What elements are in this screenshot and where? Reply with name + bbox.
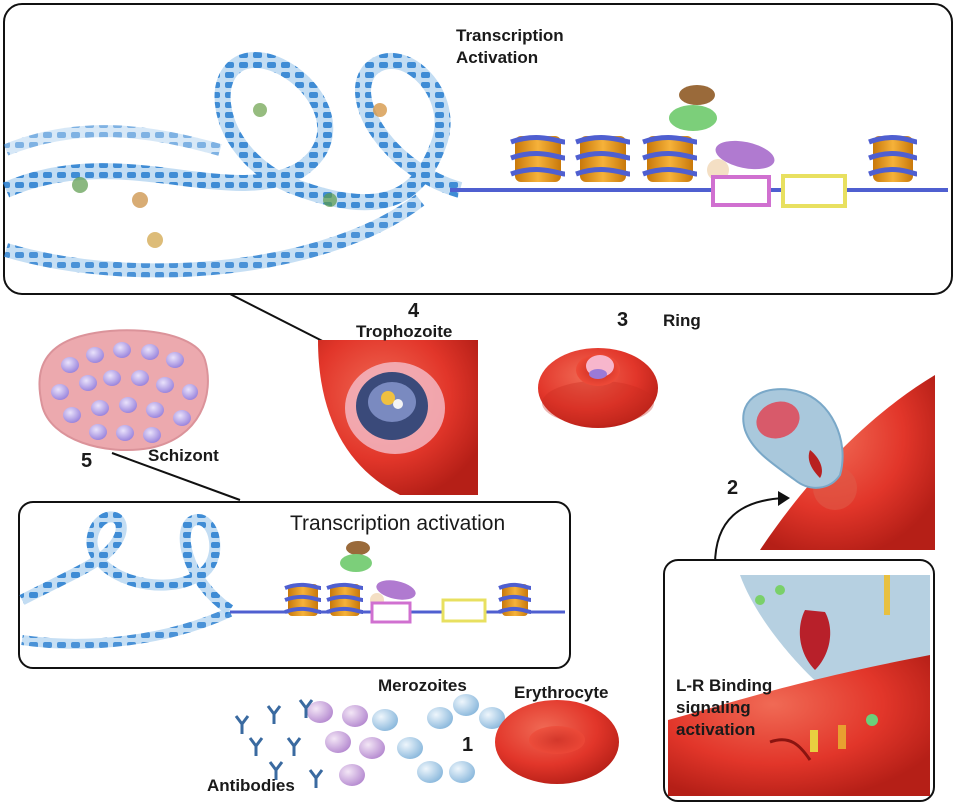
stage2-number: 2 [727,477,739,499]
invasion-cell [742,375,935,550]
top-nucleosomes [510,135,918,182]
stage5-number: 5 [81,450,93,472]
binding-label-line3: activation [676,720,756,739]
antibodies-label: Antibodies [207,776,295,795]
schizont-cell [38,329,209,452]
invasion-arrow [714,497,786,566]
binding-label-line2: signaling [676,698,751,717]
top-dna-helix [2,51,948,278]
trophozoite-cell [318,340,478,495]
binding-label-line1: L-R Binding [676,676,773,695]
erythrocyte-cell [495,700,619,784]
lower-transcription-factors [340,541,487,624]
antibodies-group [234,699,324,788]
top-transcription-factors [669,85,847,208]
stage3-number: 3 [617,309,629,331]
stage5-label: Schizont [148,446,219,465]
top-panel-title-line2: Activation [456,48,539,67]
erythrocyte-label: Erythrocyte [514,683,609,702]
merozoites-label: Merozoites [378,676,467,695]
binding-illustration [668,575,930,796]
stage4-label: Trophozoite [356,322,453,341]
ring-cell [538,348,658,428]
lower-panel-title: Transcription activation [290,512,506,535]
top-panel-title-line1: Transcription [456,26,564,45]
stage4-number: 4 [408,300,420,322]
top-base-pairs [72,103,387,248]
connector-schizont-to-panel [111,452,241,501]
arrowhead-icon [778,491,790,506]
stage1-number: 1 [462,734,474,756]
stage3-label: Ring [663,311,701,330]
top-panel-frame [3,3,953,295]
lower-nucleosomes [284,582,532,616]
merozoites-group [307,694,505,786]
